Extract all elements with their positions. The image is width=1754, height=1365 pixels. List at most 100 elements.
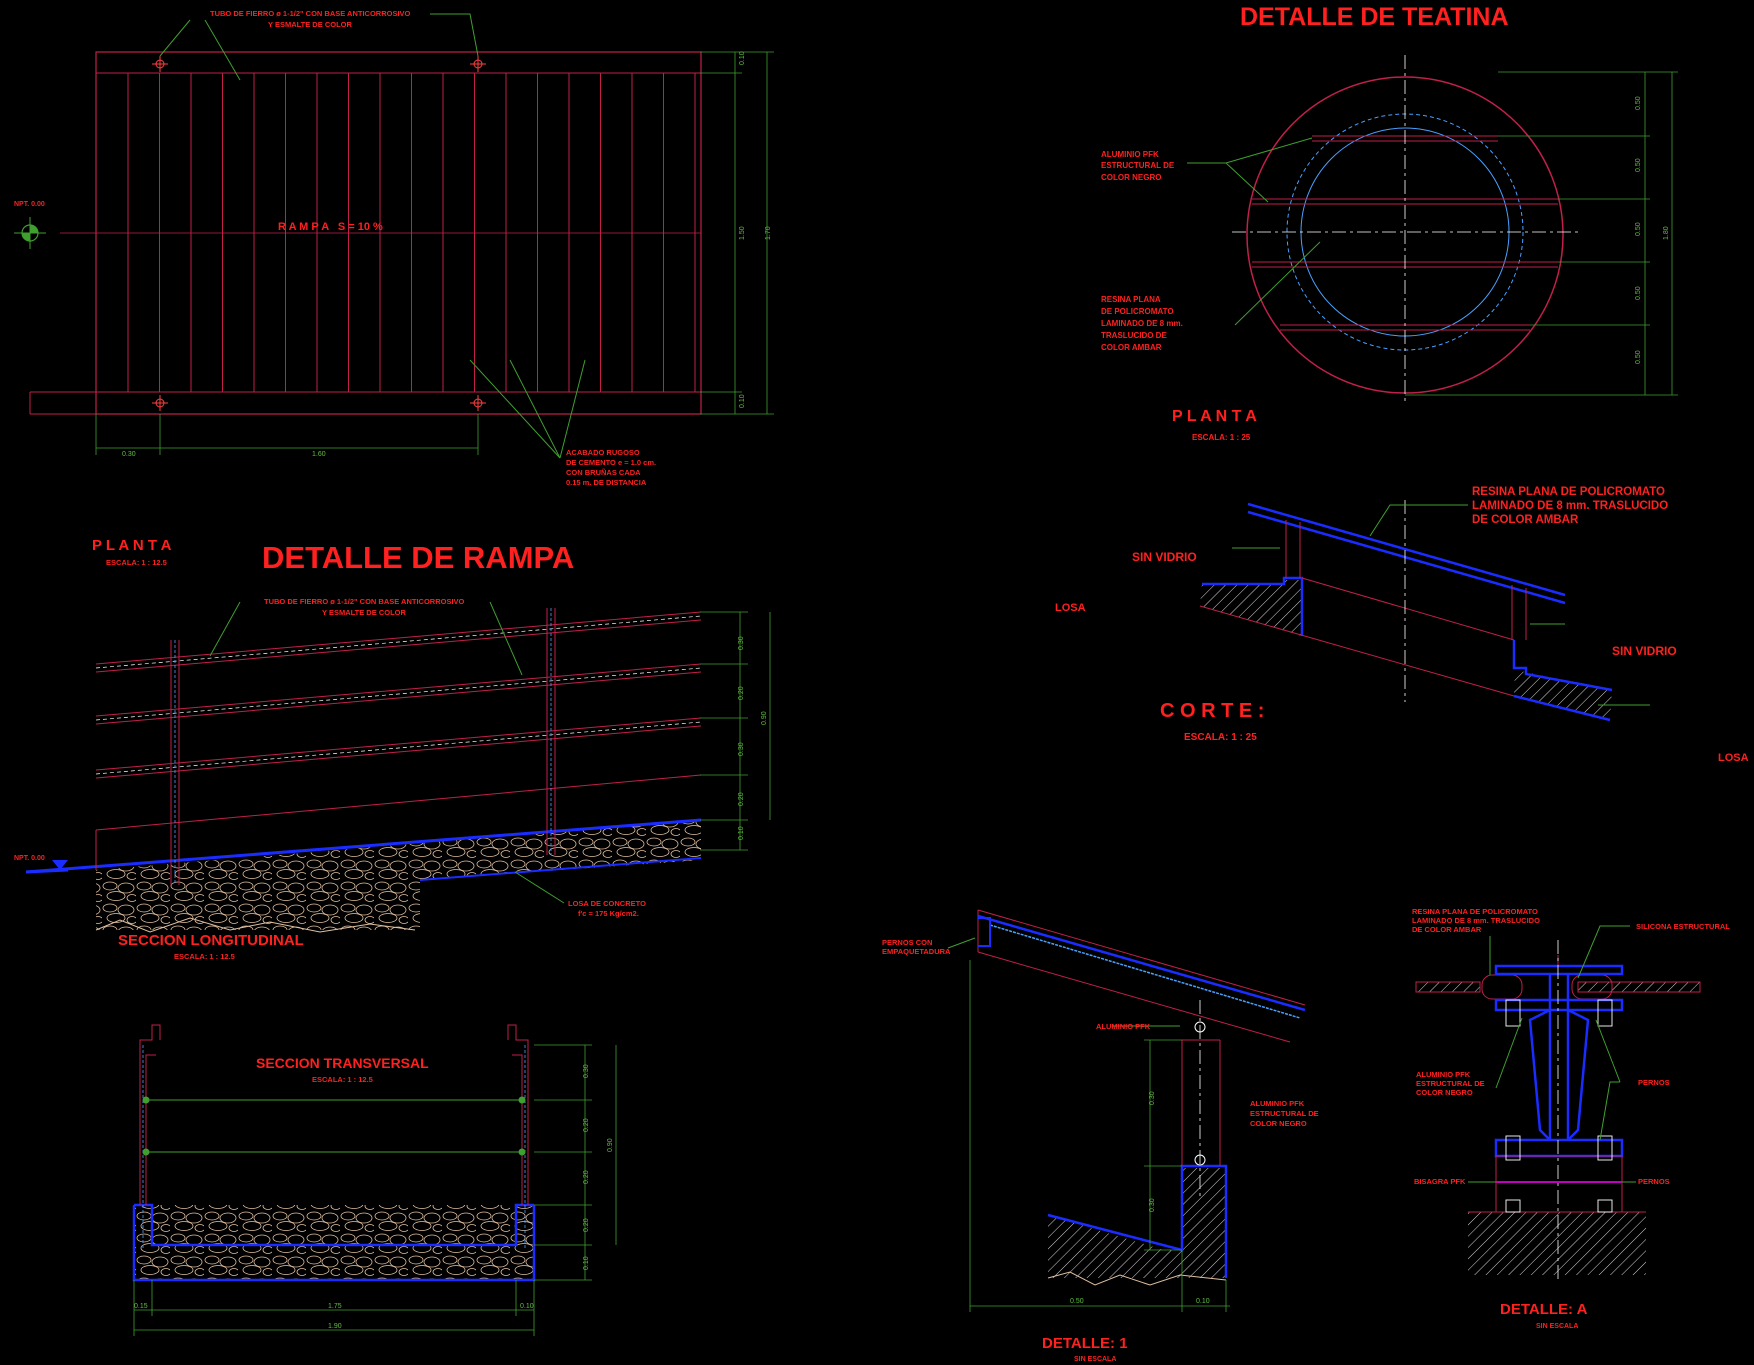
rampa-planta-scale: ESCALA: 1 : 12.5 [106,558,167,567]
rampa-seccion-transversal: SECCION TRANSVERSAL ESCALA: 1 : 12.5 0.1… [132,1024,617,1336]
teatina-corte: RESINA PLANA DE POLICROMATO LAMINADO DE … [1055,486,1749,764]
rampa-planta-label: P L A N T A [92,537,172,554]
teatina-planta-scale: ESCALA: 1 : 25 [1192,433,1251,442]
teatina-detalle-1: 0.30 0.30 0.50 0.10 PERNOS CON EMPAQUETA… [882,909,1319,1363]
teatina-note-resina-2: DE POLICROMATO [1101,307,1174,316]
rampa-planta: TUBO DE FIERRO ø 1-1/2" CON BASE ANTICOR… [14,9,774,567]
corte-note-resina-1: RESINA PLANA DE POLICROMATO [1472,486,1665,498]
dim-trans-v5: 0.10 [583,1256,590,1270]
teatina-planta: 0.50 0.50 0.50 0.50 0.50 1.80 ALUMINIO P… [1101,55,1678,442]
long-note-tubo-2: Y ESMALTE DE COLOR [322,608,406,617]
rampa-planta-note-tubo-2: Y ESMALTE DE COLOR [268,20,352,29]
rampa-seccion-longitudinal: TUBO DE FIERRO ø 1-1/2" CON BASE ANTICOR… [14,597,771,961]
dim-planta-5: 1.70 [765,226,772,240]
teatina-note-resina-4: TRASLUCIDO DE [1101,331,1167,340]
dim-trans-v3: 0.20 [583,1170,590,1184]
det1-note-alum2-2: ESTRUCTURAL DE [1250,1109,1319,1118]
dim-trans-v1: 0.30 [583,1064,590,1078]
teatina-planta-label: P L A N T A [1172,408,1257,425]
detA-note-alum-1: ALUMINIO PFK [1416,1070,1471,1079]
corte-sin-vidrio-left: SIN VIDRIO [1132,550,1197,564]
rampa-planta-ramp-text: R A M P A S = 10 % [278,221,383,233]
dim-long-5: 0.10 [738,826,745,840]
dim-trans-b2: 1.75 [328,1303,342,1310]
det1-scale: SIN ESCALA [1074,1356,1116,1363]
det1-note-alum2-1: ALUMINIO PFK [1250,1099,1305,1108]
det1-note-pernos-1: PERNOS CON [882,938,932,947]
corte-label: C O R T E : [1160,700,1264,722]
det1-note-pernos-2: EMPAQUETADURA [882,947,951,956]
corte-losa-right: LOSA [1718,752,1749,764]
teatina-note-alum-2: ESTRUCTURAL DE [1101,161,1175,170]
teatina-detalle-a: RESINA PLANA DE POLICROMATO LAMINADO DE … [1412,907,1730,1330]
rampa-planta-note-acabado-4: 0.15 m. DE DISTANCIA [566,478,647,487]
rampa-planta-note-tubo-1: TUBO DE FIERRO ø 1-1/2" CON BASE ANTICOR… [210,9,411,18]
teatina-note-resina-5: COLOR AMBAR [1101,343,1162,352]
detA-note-resina-2: LAMINADO DE 8 mm. TRASLUCIDO [1412,916,1540,925]
dim-teatina-v2: 0.50 [1635,158,1642,172]
dim-teatina-v4: 0.50 [1635,286,1642,300]
dim-long-2: 0.20 [738,686,745,700]
rampa-title: DETALLE DE RAMPA [262,540,574,575]
long-label: SECCION LONGITUDINAL [118,932,304,949]
dim-teatina-total: 1.80 [1663,226,1670,240]
teatina-note-resina-1: RESINA PLANA [1101,295,1161,304]
dim-long-4: 0.20 [738,792,745,806]
detA-note-silicona: SILICONA ESTRUCTURAL [1636,922,1730,931]
dim-det1-v1: 0.30 [1149,1091,1156,1105]
detA-note-resina-3: DE COLOR AMBAR [1412,925,1482,934]
dim-planta-3: 0.10 [739,51,746,65]
detA-note-bisagra: BISAGRA PFK [1414,1177,1466,1186]
dim-planta-6: 0.10 [739,394,746,408]
corte-losa-left: LOSA [1055,602,1086,614]
corte-sin-vidrio-right: SIN VIDRIO [1612,644,1677,658]
dim-planta-2: 1.60 [312,451,326,458]
dim-long-1: 0.30 [738,636,745,650]
long-note-losa-2: f'c = 175 Kg/cm2. [578,909,639,918]
dim-det1-h2: 0.10 [1196,1298,1210,1305]
det1-note-alum2-3: COLOR NEGRO [1250,1119,1307,1128]
long-note-tubo-1: TUBO DE FIERRO ø 1-1/2" CON BASE ANTICOR… [264,597,465,606]
det1-label: DETALLE: 1 [1042,1335,1128,1352]
teatina-note-alum-3: COLOR NEGRO [1101,173,1161,182]
dim-long-3: 0.30 [738,742,745,756]
detA-note-alum-3: COLOR NEGRO [1416,1088,1473,1097]
det1-note-alum: ALUMINIO PFK [1096,1022,1151,1031]
teatina-note-resina-3: LAMINADO DE 8 mm. [1101,319,1183,328]
rampa-planta-note-acabado-2: DE CEMENTO e = 1.0 cm. [566,458,656,467]
dim-trans-b1: 0.15 [134,1303,148,1310]
detA-scale: SIN ESCALA [1536,1323,1578,1330]
long-npt: NPT. 0.00 [14,855,45,862]
dim-teatina-v1: 0.50 [1635,96,1642,110]
detA-note-resina-1: RESINA PLANA DE POLICROMATO [1412,907,1538,916]
detA-label: DETALLE: A [1500,1301,1588,1318]
dim-planta-1: 0.30 [122,451,136,458]
teatina-title: DETALLE DE TEATINA [1240,3,1509,31]
detA-note-alum-2: ESTRUCTURAL DE [1416,1079,1485,1088]
trans-scale: ESCALA: 1 : 12.5 [312,1075,373,1084]
detA-note-pernos2: PERNOS [1638,1177,1670,1186]
dim-trans-v6: 0.90 [607,1138,614,1152]
rampa-planta-note-acabado-3: CON BRUÑAS CADA [566,468,641,477]
dim-trans-b3: 0.10 [520,1303,534,1310]
rampa-planta-npt: NPT. 0.00 [14,201,45,208]
corte-note-resina-2: LAMINADO DE 8 mm. TRASLUCIDO [1472,500,1668,512]
dim-trans-v2: 0.20 [583,1118,590,1132]
corte-scale: ESCALA: 1 : 25 [1184,732,1257,743]
dim-planta-4: 1.50 [739,226,746,240]
corte-note-resina-3: DE COLOR AMBAR [1472,514,1579,526]
rampa-planta-note-acabado-1: ACABADO RUGOSO [566,448,640,457]
dim-trans-b4: 1.90 [328,1323,342,1330]
dim-trans-v4: 0.20 [583,1218,590,1232]
dim-det1-h1: 0.50 [1070,1298,1084,1305]
long-note-losa-1: LOSA DE CONCRETO [568,899,646,908]
teatina-note-alum-1: ALUMINIO PFK [1101,150,1159,159]
dim-long-6: 0.90 [761,711,768,725]
long-scale: ESCALA: 1 : 12.5 [174,952,235,961]
dim-teatina-v5: 0.50 [1635,350,1642,364]
trans-label: SECCION TRANSVERSAL [256,1055,429,1071]
dim-det1-v2: 0.30 [1149,1198,1156,1212]
dim-teatina-v3: 0.50 [1635,222,1642,236]
detA-note-pernos: PERNOS [1638,1078,1670,1087]
